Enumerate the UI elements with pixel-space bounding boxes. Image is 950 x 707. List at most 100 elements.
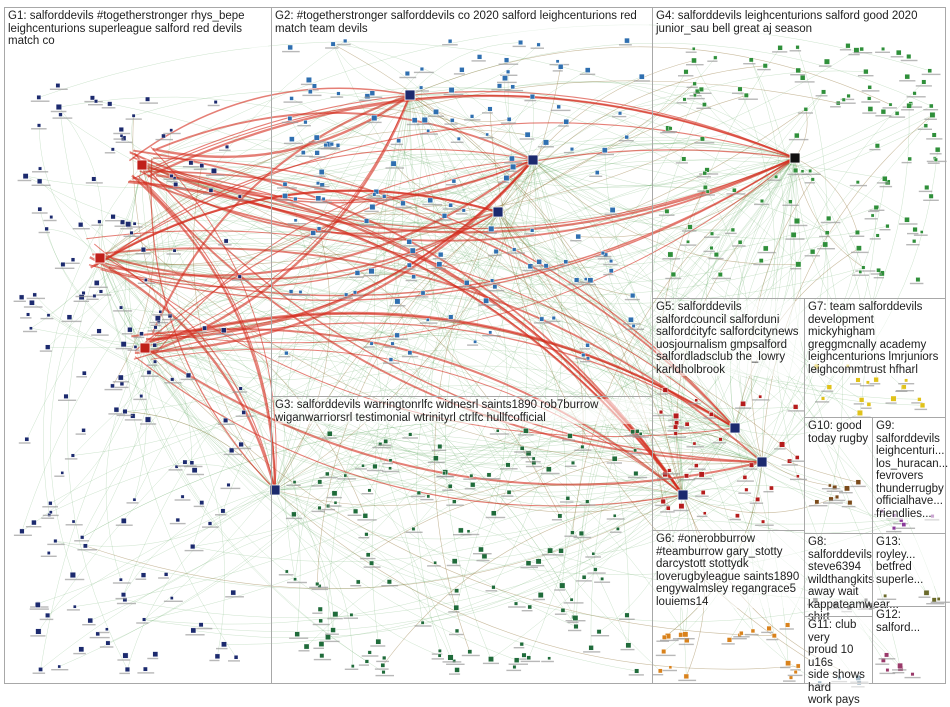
node-handle-mark [298, 650, 310, 652]
node-g2 [438, 251, 444, 258]
node-g2 [433, 109, 439, 115]
node-handle-mark [292, 294, 310, 296]
node-handle-mark [859, 385, 875, 387]
node-g4 [737, 86, 743, 92]
node-handle-mark [375, 674, 394, 677]
node-handle-mark [675, 162, 688, 164]
node-g3 [633, 448, 637, 453]
node-g4 [863, 68, 869, 75]
node-g2 [394, 332, 400, 338]
node-handle-mark [377, 444, 392, 446]
node-handle-mark [563, 151, 575, 154]
edge-red [90, 189, 499, 269]
edge-green [274, 489, 354, 667]
node-g1 [211, 167, 217, 174]
node-g2 [584, 277, 588, 281]
node-handle-mark [899, 223, 918, 225]
node-g1 [55, 104, 62, 111]
node-handle-mark [693, 478, 712, 480]
node-g4 [859, 46, 864, 52]
node-handle-mark [311, 510, 325, 513]
node-handle-mark [662, 258, 680, 260]
node-handle-mark [579, 73, 596, 75]
node-handle-mark [231, 279, 249, 281]
node-handle-mark [203, 193, 214, 195]
node-g6 [682, 631, 689, 638]
node-g12 [884, 652, 890, 658]
edge-green [50, 433, 684, 513]
node-g1 [198, 622, 204, 628]
edge-green [144, 91, 824, 350]
node-handle-mark [422, 203, 442, 206]
edge-red [134, 149, 796, 352]
node-handle-mark [899, 80, 916, 82]
node-g2 [630, 293, 636, 299]
node-handle-mark [504, 162, 523, 164]
node-g2 [518, 40, 524, 45]
node-g2 [407, 350, 413, 356]
node-handle-mark [743, 468, 758, 470]
edge-red [151, 348, 684, 496]
node-g1 [143, 666, 148, 672]
edge-green [680, 91, 824, 496]
node-g4 [821, 89, 827, 95]
node-handle-mark [402, 437, 418, 439]
node-g5 [793, 404, 799, 410]
node-handle-mark [892, 672, 905, 674]
node-handle-mark [300, 83, 313, 86]
node-handle-mark [808, 505, 828, 507]
node-handle-mark [32, 171, 49, 173]
node-g2 [464, 280, 470, 286]
node-g1 [81, 428, 86, 433]
node-g2 [461, 208, 466, 213]
node-g3 [519, 446, 525, 451]
node-handle-mark [732, 245, 746, 247]
node-handle-mark [442, 661, 462, 663]
node-handle-mark [404, 254, 418, 256]
node-g1 [45, 344, 51, 350]
node-handle-mark [113, 132, 131, 135]
edge-green [409, 42, 932, 107]
edge-green [123, 489, 276, 595]
edge-green [144, 427, 736, 625]
node-g2 [506, 69, 511, 74]
edge-green [141, 86, 671, 166]
node-g4 [730, 227, 735, 232]
node-handle-mark [802, 173, 821, 175]
node-handle-mark [624, 298, 640, 301]
node-g2 [488, 330, 493, 335]
node-handle-mark [606, 518, 625, 520]
node-handle-mark [506, 252, 525, 254]
node-handle-mark [699, 194, 715, 196]
node-g3 [581, 575, 587, 580]
node-handle-mark [448, 593, 460, 596]
node-g1 [119, 305, 124, 310]
edge-brown [332, 43, 684, 496]
node-handle-mark [389, 305, 406, 307]
node-g3 [535, 558, 542, 565]
node-g4 [873, 205, 879, 210]
edge-green [274, 184, 315, 491]
node-handle-mark [787, 674, 803, 677]
edge-green [274, 121, 567, 491]
node-handle-mark [736, 480, 754, 482]
node-handle-mark [532, 598, 545, 601]
node-g2 [316, 226, 322, 231]
node-g4 [882, 176, 888, 182]
edge-green [541, 157, 796, 320]
group-box-g4: G4: salforddevils leighcenturions salfor… [652, 7, 946, 299]
node-handle-mark [88, 104, 103, 106]
node-handle-mark [815, 401, 830, 403]
node-handle-mark [829, 499, 846, 502]
node-handle-mark [514, 451, 531, 453]
node-g4 [691, 57, 697, 64]
node-g4 [710, 231, 715, 236]
node-g3 [361, 464, 365, 468]
edge-green [682, 424, 694, 496]
node-g4 [703, 185, 708, 190]
node-handle-mark [140, 375, 159, 377]
node-g3 [469, 473, 474, 478]
node-g1 [143, 278, 148, 282]
node-g3 [526, 655, 531, 660]
node-handle-mark [235, 415, 254, 417]
